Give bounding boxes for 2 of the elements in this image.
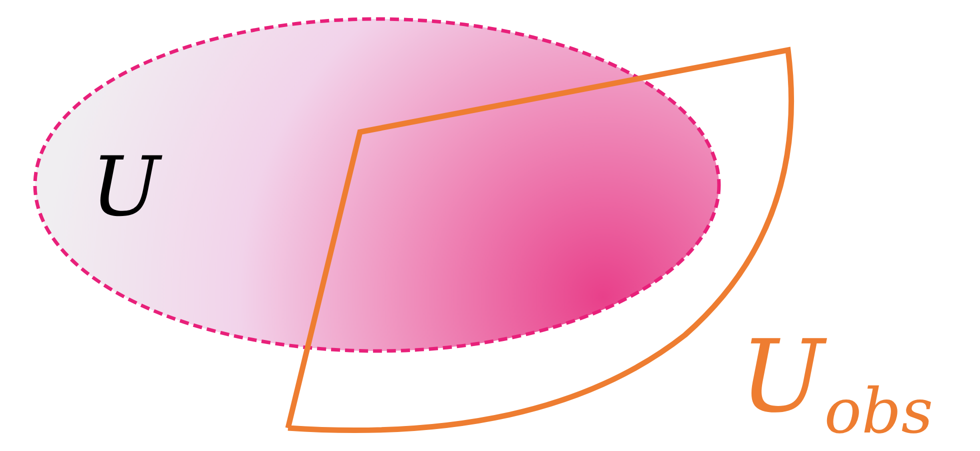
set-label: U$_{obs}$ xyxy=(740,327,934,443)
set-label: U xyxy=(91,147,160,229)
